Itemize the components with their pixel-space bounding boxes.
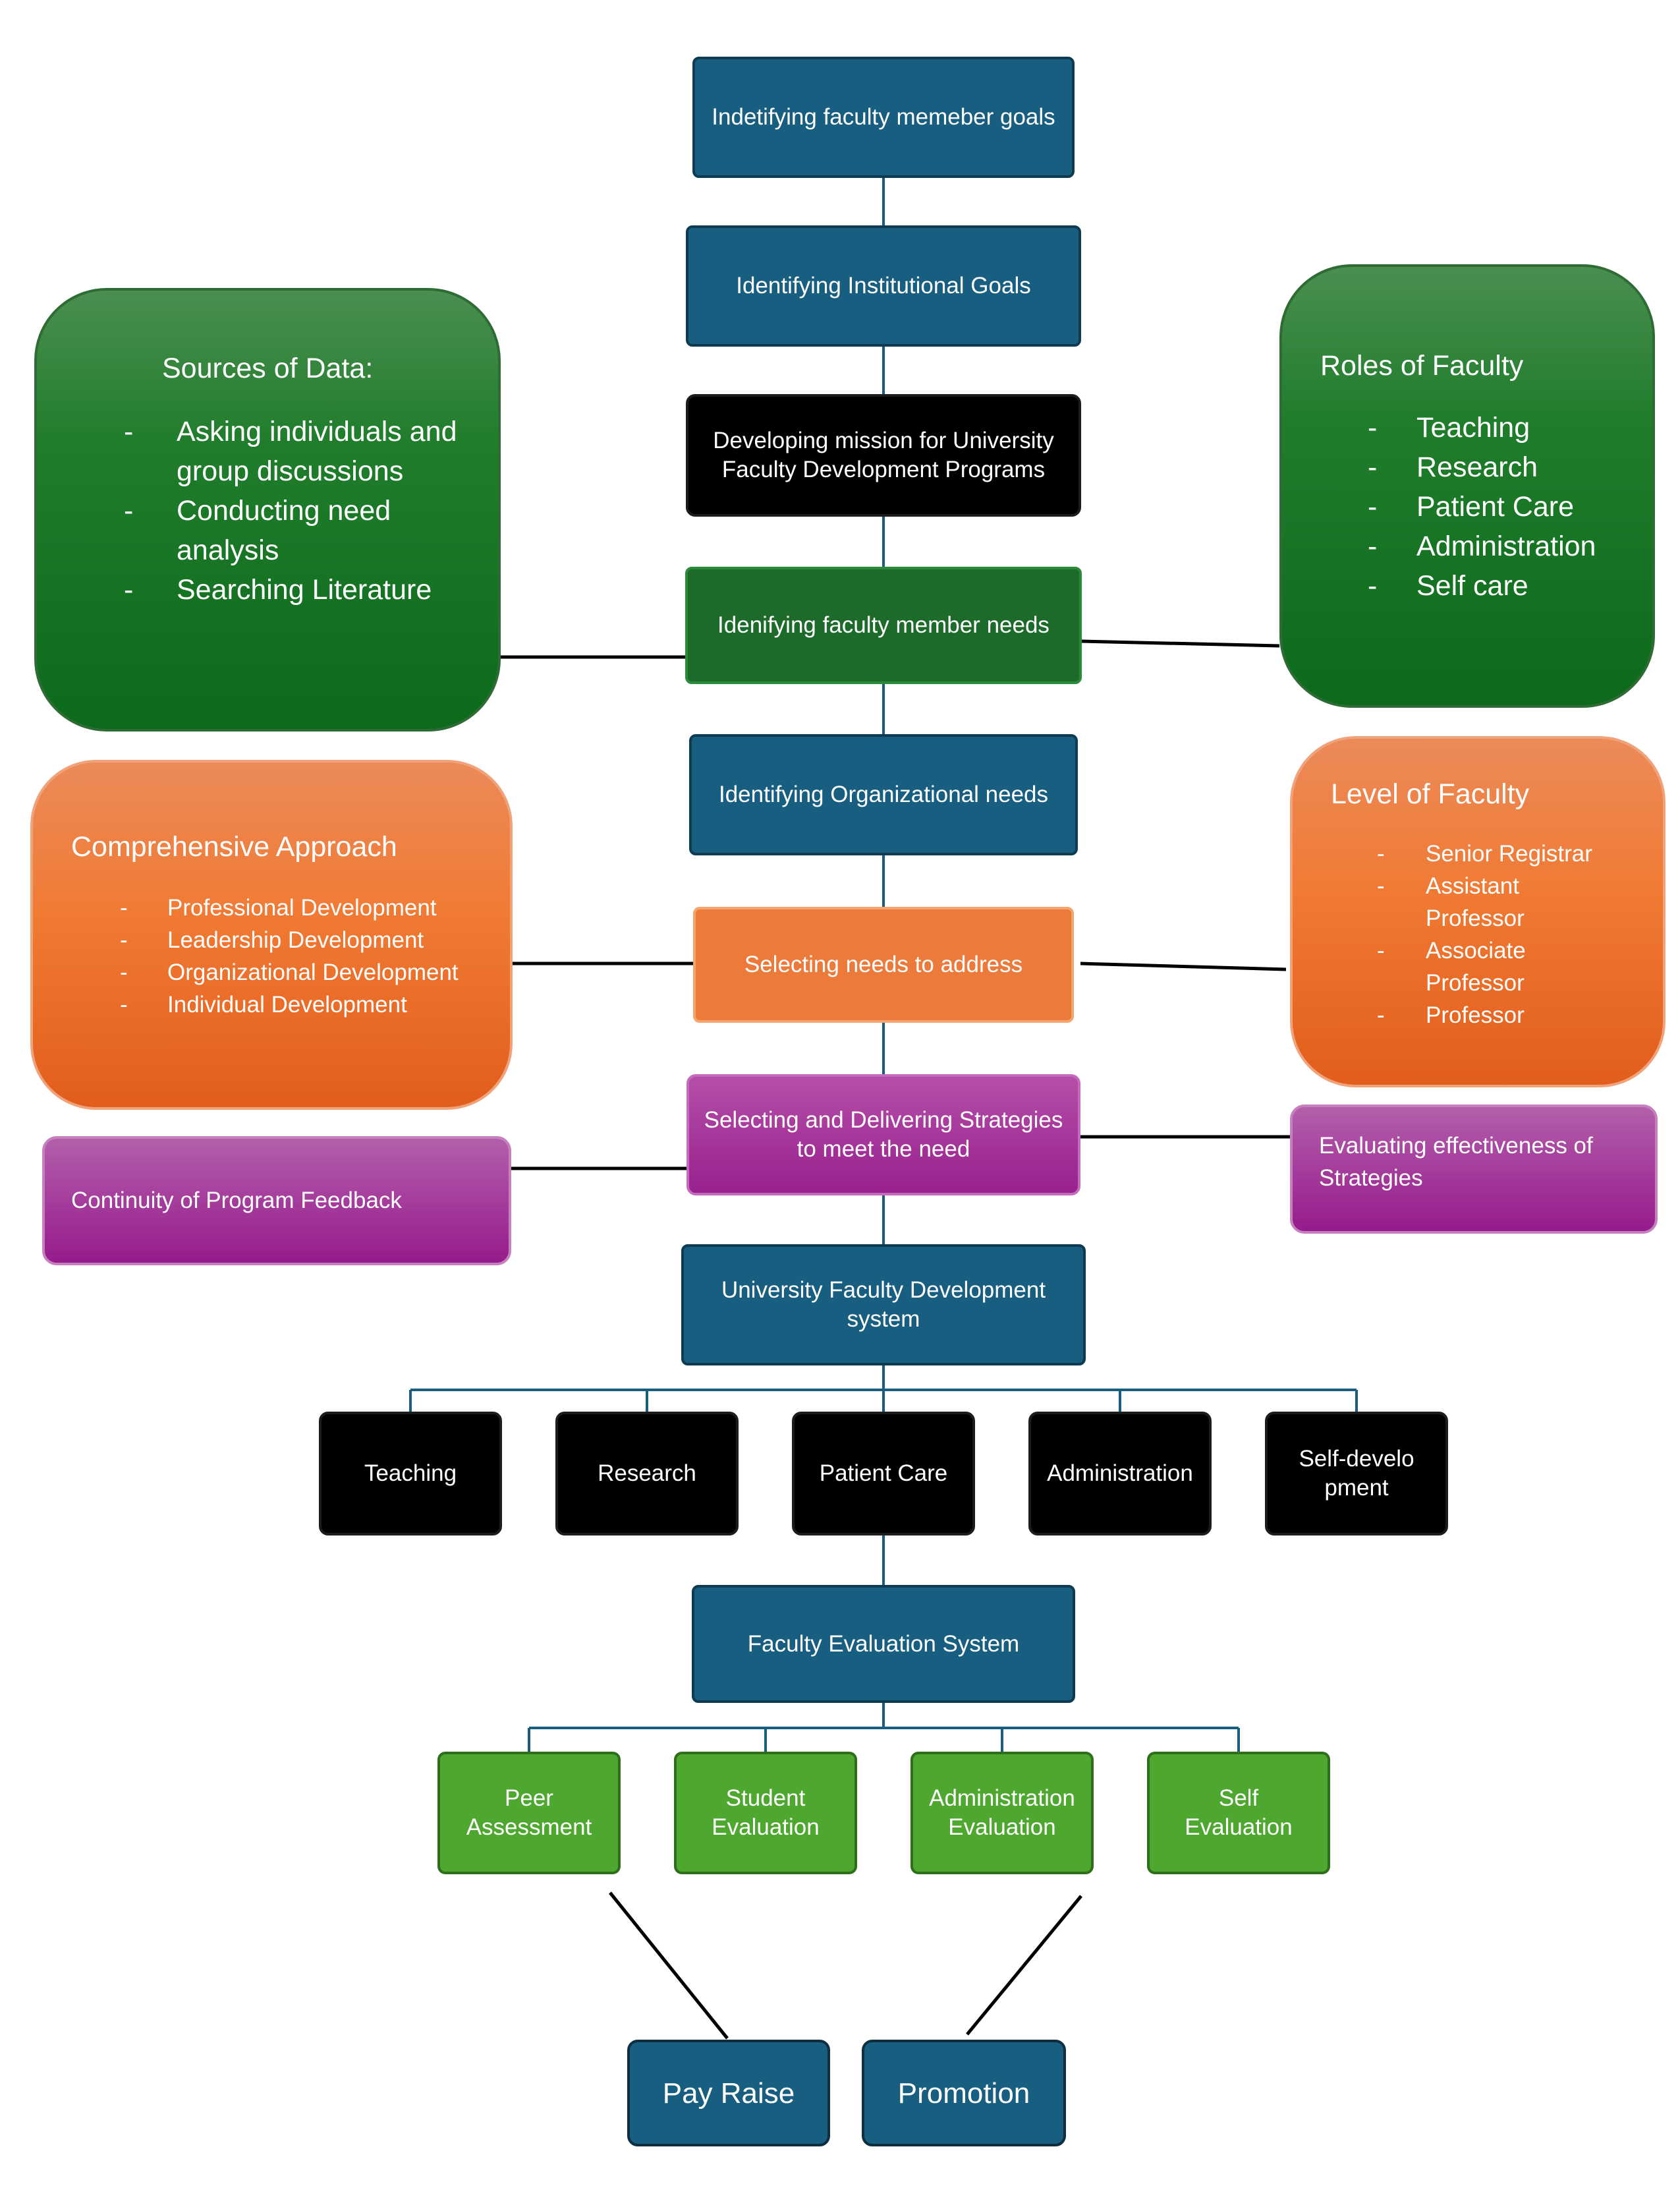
list-item: -Teaching [1368, 412, 1530, 444]
effectiveness-panel: Evaluating effectiveness of Strategies [1290, 1105, 1658, 1234]
approach-list: -Professional Development -Leadership De… [120, 892, 502, 1021]
mission-label: Developing mission for University Facult… [713, 428, 1054, 482]
levels-list: -Senior Registrar -Assistant Professor -… [1377, 838, 1654, 1031]
member-needs-box: Idenifying faculty member needs [685, 567, 1082, 684]
list-item: -Administration [1368, 531, 1596, 562]
eval-system-label: Faculty Evaluation System [747, 1630, 1020, 1657]
feedback-panel: Continuity of Program Feedback [42, 1136, 511, 1265]
goals-member-label: Indetifying faculty memeber goals [712, 104, 1055, 130]
list-item: -Senior Registrar [1377, 841, 1592, 867]
strategies-label: Selecting and Delivering Strategies to m… [704, 1107, 1063, 1162]
area-self-development-box: Self-development [1265, 1412, 1448, 1536]
org-needs-label: Identifying Organizational needs [718, 782, 1049, 808]
org-needs-box: Identifying Organizational needs [689, 734, 1078, 855]
list-item: -Leadership Development [120, 927, 424, 953]
eval-peer-label: Peer Assessment [466, 1785, 592, 1840]
list-item: -Research [1368, 451, 1538, 483]
roles-list: -Teaching -Research -Patient Care -Admin… [1368, 408, 1644, 606]
approach-panel: Comprehensive Approach -Professional Dev… [30, 760, 513, 1110]
promotion-box: Promotion [862, 2040, 1066, 2146]
area-self-development-label: Self-development [1299, 1446, 1414, 1501]
select-needs-label: Selecting needs to address [744, 952, 1023, 978]
area-administration-label: Administration [1047, 1460, 1193, 1487]
list-item: -Professor [1377, 1002, 1525, 1028]
list-item: -Assistant Professor [1377, 873, 1525, 931]
area-research-box: Research [555, 1412, 739, 1536]
goals-institution-box: Identifying Institutional Goals [686, 225, 1081, 347]
eval-peer-box: Peer Assessment [437, 1752, 621, 1874]
levels-panel: Level of Faculty -Senior Registrar -Assi… [1290, 736, 1666, 1087]
ufd-system-box: University Faculty Development system [681, 1244, 1086, 1365]
strategies-box: Selecting and Delivering Strategies to m… [686, 1074, 1080, 1195]
goals-institution-label: Identifying Institutional Goals [736, 273, 1031, 299]
approach-title: Comprehensive Approach [71, 831, 397, 863]
eval-self-box: Self Evaluation [1147, 1752, 1330, 1874]
eval-student-box: Student Evaluation [674, 1752, 857, 1874]
list-item: -Associate Professor [1377, 938, 1526, 996]
select-needs-box: Selecting needs to address [693, 907, 1074, 1023]
list-item: -Professional Development [120, 895, 437, 921]
eval-system-box: Faculty Evaluation System [692, 1585, 1075, 1703]
ufd-system-label: University Faculty Development system [721, 1277, 1046, 1332]
pay-raise-label: Pay Raise [662, 2077, 795, 2110]
feedback-label: Continuity of Program Feedback [71, 1188, 402, 1213]
roles-panel: Roles of Faculty -Teaching -Research -Pa… [1279, 264, 1655, 708]
area-administration-box: Administration [1028, 1412, 1212, 1536]
area-patient-care-label: Patient Care [819, 1460, 948, 1487]
list-item: -Conducting need analysis [124, 495, 391, 566]
eval-student-label: Student Evaluation [712, 1785, 820, 1840]
sources-title: Sources of Data: [162, 353, 374, 384]
list-item: -Patient Care [1368, 491, 1575, 523]
list-item: -Searching Literature [124, 574, 432, 606]
list-item: -Self care [1368, 570, 1528, 602]
roles-title: Roles of Faculty [1320, 350, 1524, 382]
area-teaching-box: Teaching [319, 1412, 502, 1536]
effectiveness-label: Evaluating effectiveness of Strategies [1319, 1133, 1593, 1191]
pay-raise-box: Pay Raise [627, 2040, 830, 2146]
levels-title: Level of Faculty [1331, 778, 1530, 810]
eval-self-label: Self Evaluation [1185, 1785, 1293, 1840]
list-item: -Asking individuals and group discussion… [124, 416, 457, 487]
mission-box: Developing mission for University Facult… [686, 394, 1081, 517]
eval-administration-box: Administration Evaluation [910, 1752, 1094, 1874]
area-patient-care-box: Patient Care [792, 1412, 975, 1536]
area-research-label: Research [598, 1460, 696, 1487]
goals-member-box: Indetifying faculty memeber goals [692, 57, 1075, 178]
member-needs-label: Idenifying faculty member needs [717, 612, 1050, 639]
promotion-label: Promotion [897, 2077, 1030, 2110]
sources-list: -Asking individuals and group discussion… [124, 412, 472, 610]
area-teaching-label: Teaching [364, 1460, 457, 1487]
list-item: -Individual Development [120, 992, 407, 1018]
eval-administration-label: Administration Evaluation [929, 1785, 1075, 1840]
list-item: -Organizational Development [120, 960, 459, 985]
sources-panel: Sources of Data: -Asking individuals and… [34, 288, 501, 732]
